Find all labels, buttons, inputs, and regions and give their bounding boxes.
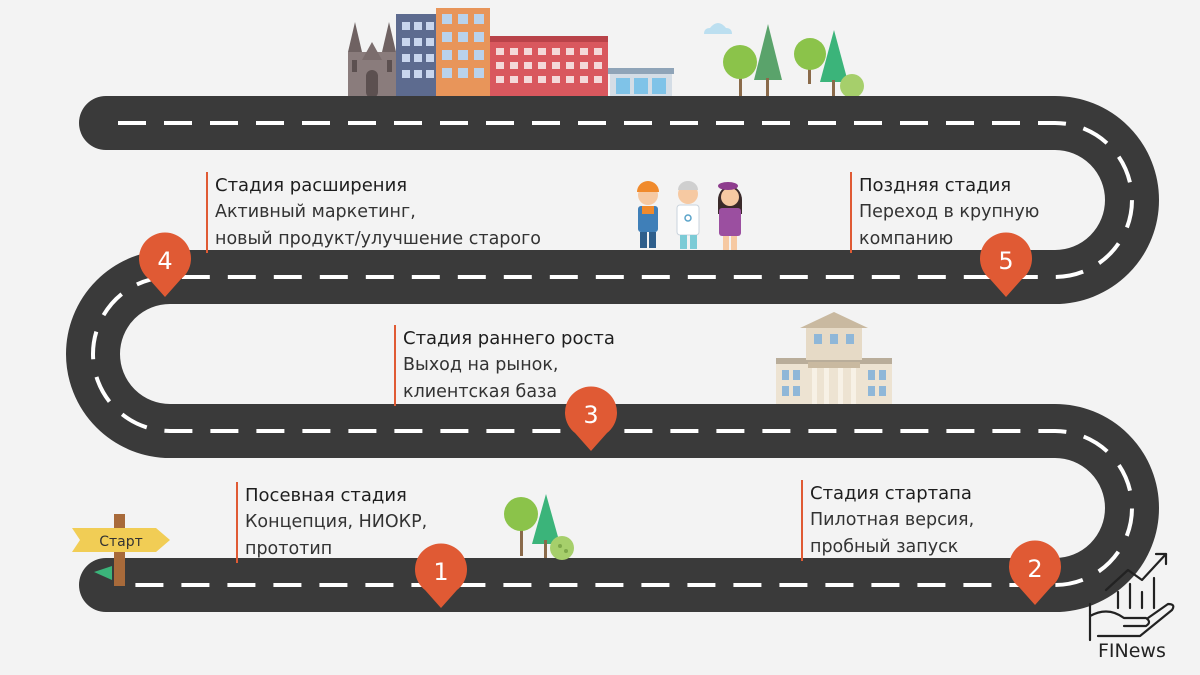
stage-5-title: Поздняя стадия: [859, 175, 1012, 196]
apartment-building-icon: [436, 8, 490, 98]
start-sign-label: Старт: [99, 534, 143, 550]
stage-label-1: Посевная стадия Концепция, НИОКР, протот…: [236, 482, 427, 563]
city-skyline: [348, 8, 864, 98]
stage-label-2: Стадия стартапа Пилотная версия, пробный…: [801, 480, 974, 561]
church-building-icon: [348, 22, 396, 98]
woman-person-icon: [718, 182, 742, 250]
trees-icon: [704, 23, 864, 98]
stage-marker-3: 3: [565, 386, 617, 451]
stage-marker-5-number: 5: [998, 247, 1013, 275]
stage-label-4: Стадия расширения Активный маркетинг, но…: [206, 172, 541, 253]
shop-building-icon: [608, 68, 674, 98]
stage-4-line-2: новый продукт/улучшение старого: [215, 229, 542, 249]
people-icon: [637, 181, 742, 250]
stage-5-line-1: Переход в крупную: [859, 202, 1040, 222]
stage-3-line-2: клиентская база: [403, 382, 558, 402]
finews-logo-text: FINews: [1098, 640, 1166, 662]
stage-marker-2-number: 2: [1027, 555, 1042, 583]
stage-4-title: Стадия расширения: [215, 175, 408, 196]
stage-1-line-1: Концепция, НИОКР,: [245, 512, 428, 532]
office-building-icon: [396, 14, 438, 98]
start-signpost: Старт: [72, 514, 170, 586]
stage-marker-3-number: 3: [583, 401, 598, 429]
stage-3-title: Стадия раннего роста: [403, 328, 615, 349]
worker-person-icon: [637, 181, 659, 248]
stage-marker-5: 5: [980, 232, 1032, 297]
stage-4-line-1: Активный маркетинг,: [215, 202, 416, 222]
stage-5-line-2: компанию: [859, 229, 954, 249]
stage-marker-2: 2: [1008, 540, 1061, 605]
stage-2-title: Стадия стартапа: [810, 483, 972, 504]
stage-marker-1-number: 1: [433, 558, 448, 586]
stage-2-line-1: Пилотная версия,: [810, 510, 975, 530]
trees-small-icon: [504, 494, 574, 560]
road: [66, 96, 1159, 612]
stage-1-line-2: прототип: [245, 539, 333, 559]
stage-3-line-1: Выход на рынок,: [403, 355, 559, 375]
stage-1-title: Посевная стадия: [245, 485, 407, 506]
growth-chart-hand-icon: [1088, 552, 1175, 642]
government-building-icon: [776, 312, 892, 404]
stage-marker-4: 4: [139, 232, 191, 297]
stage-marker-1: 1: [415, 543, 468, 608]
stage-label-5: Поздняя стадия Переход в крупную компани…: [850, 172, 1039, 253]
red-building-icon: [490, 36, 608, 98]
stage-marker-4-number: 4: [157, 247, 172, 275]
stage-label-3: Стадия раннего роста Выход на рынок, кли…: [394, 325, 615, 406]
stage-2-line-2: пробный запуск: [810, 537, 959, 557]
doctor-person-icon: [676, 181, 700, 249]
